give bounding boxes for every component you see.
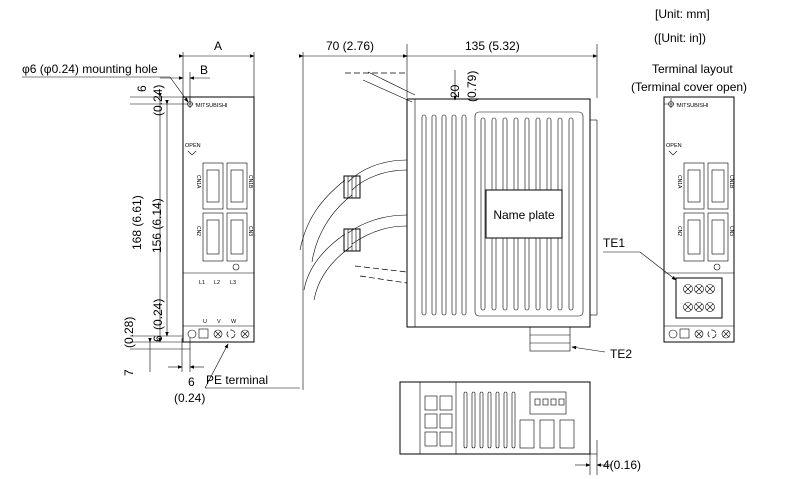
vent-slot xyxy=(487,391,492,449)
vent-slot xyxy=(441,114,447,316)
te1-screw-cross xyxy=(706,303,714,311)
te1-screw-cross xyxy=(695,285,703,293)
te1-terminal-block xyxy=(675,277,723,319)
tl-cn3-label: CN3 xyxy=(728,226,734,236)
vent-slot xyxy=(463,391,468,449)
te2-label: TE2 xyxy=(610,347,632,361)
front-cn2-connector xyxy=(202,212,224,262)
te1-screw-cross xyxy=(706,285,714,293)
te1-screw-icon xyxy=(705,284,715,294)
front-view: MITSUBISHI OPEN CN1A CN1B CN2 CN3 L1 L2 … xyxy=(182,96,255,343)
bottom-view: 4(0.16) xyxy=(399,381,641,475)
vent-slot xyxy=(480,117,486,311)
terminal-v-icon xyxy=(226,329,236,339)
dim-024-bottom-label: (0.24) xyxy=(174,391,205,405)
vent-slot xyxy=(495,391,500,449)
dim-top-024-label: (0.24) xyxy=(151,85,165,116)
terminal-u-icon xyxy=(213,329,223,339)
vent-slot xyxy=(511,391,516,449)
te1-screw-icon xyxy=(683,302,693,312)
te1-screw-icon xyxy=(694,302,704,312)
dim-70-label: 70 (2.76) xyxy=(326,39,374,53)
dim-079-label: (0.79) xyxy=(465,71,479,102)
front-l3-label: L3 xyxy=(230,280,236,286)
name-plate-label: Name plate xyxy=(493,208,555,222)
terminal-layout-title: Terminal layout xyxy=(652,62,733,76)
te1-screw-cross xyxy=(684,303,692,311)
terminal-layout: Terminal layout (Terminal cover open) MI… xyxy=(603,62,747,343)
te1-screw-icon xyxy=(683,284,693,294)
front-cn2-label: CN2 xyxy=(195,226,201,236)
front-w-label: W xyxy=(231,319,237,325)
dim-bot-6-label: 6 xyxy=(151,335,165,342)
dim-A-label: A xyxy=(214,39,222,53)
side-view: 70 (2.76) 135 (5.32) 20 (0.79) Name plat… xyxy=(298,39,632,390)
front-cn1b-connector xyxy=(226,162,248,210)
vent-panel-right xyxy=(474,111,584,317)
dim-7-label: 7 xyxy=(122,369,136,376)
te2-connector xyxy=(529,326,571,352)
front-v-label: V xyxy=(217,319,221,325)
dim-156-label: 156 (6.14) xyxy=(150,198,164,253)
tl-cn2-connector xyxy=(683,212,705,262)
te1-label: TE1 xyxy=(603,236,625,250)
tl-cn1a-connector xyxy=(683,162,705,210)
tl-brand: MITSUBISHI xyxy=(677,103,709,109)
dim-4-label: 4(0.16) xyxy=(603,458,641,472)
dim-6-bottom-label: 6 xyxy=(188,375,195,389)
front-cn3-label: CN3 xyxy=(247,226,253,236)
tl-cn1b-label: CN1B xyxy=(728,175,734,189)
front-u-label: U xyxy=(203,319,207,325)
dim-20-label: 20 xyxy=(448,84,462,98)
dim-028-label: (0.28) xyxy=(122,317,136,348)
front-brand: MITSUBISHI xyxy=(196,103,228,109)
name-plate xyxy=(485,189,563,239)
te1-screw-icon xyxy=(694,284,704,294)
unit-mm-label: [Unit: mm] xyxy=(655,7,710,21)
dim-bot-024-label: (0.24) xyxy=(151,299,165,330)
terminal-w-icon xyxy=(240,329,250,339)
vent-slot xyxy=(479,391,484,449)
front-l1-label: L1 xyxy=(199,280,205,286)
front-cn1a-connector xyxy=(202,162,224,210)
front-cn1b-label: CN1B xyxy=(247,175,253,189)
pe-terminal-label: PE terminal xyxy=(206,373,268,387)
terminal-layout-subtitle: (Terminal cover open) xyxy=(631,80,747,94)
pe-terminal-icon xyxy=(187,329,197,339)
front-cn3-connector xyxy=(226,212,248,262)
vent-slot xyxy=(461,114,467,316)
front-l2-label: L2 xyxy=(214,280,220,286)
vent-slot xyxy=(451,114,457,316)
front-screw-icon xyxy=(232,263,240,271)
tl-cn3-connector xyxy=(707,212,729,262)
side-body xyxy=(406,98,591,328)
dim-168-label: 168 (6.61) xyxy=(130,195,144,250)
dim-135-label: 135 (5.32) xyxy=(465,39,520,53)
tl-cn1a-label: CN1A xyxy=(676,175,682,189)
tl-open-label: OPEN xyxy=(666,143,682,149)
front-dimensions: A B φ6 (φ0.24) mounting hole 168 (6.61) … xyxy=(22,39,300,405)
vent-slot xyxy=(503,391,508,449)
vent-slot xyxy=(431,114,437,316)
te1-screw-cross xyxy=(684,285,692,293)
tl-body xyxy=(663,96,735,343)
front-body xyxy=(182,96,255,343)
te1-screw-icon xyxy=(705,302,715,312)
bottom-connector xyxy=(529,391,567,415)
front-cn1a-label: CN1A xyxy=(195,175,201,189)
vent-slot xyxy=(471,391,476,449)
dim-top-6-label: 6 xyxy=(135,85,149,92)
cable-group xyxy=(299,71,416,301)
front-open-label: OPEN xyxy=(185,143,201,149)
bottom-body xyxy=(399,381,591,455)
vent-slot xyxy=(568,117,574,311)
tl-cn1b-connector xyxy=(707,162,729,210)
mounting-hole-label: φ6 (φ0.24) mounting hole xyxy=(22,62,158,76)
vent-slot xyxy=(421,114,427,316)
dim-B-label: B xyxy=(200,63,208,77)
tl-cn2-label: CN2 xyxy=(676,226,682,236)
unit-in-label: ([Unit: in]) xyxy=(654,31,706,45)
te1-screw-cross xyxy=(695,303,703,311)
